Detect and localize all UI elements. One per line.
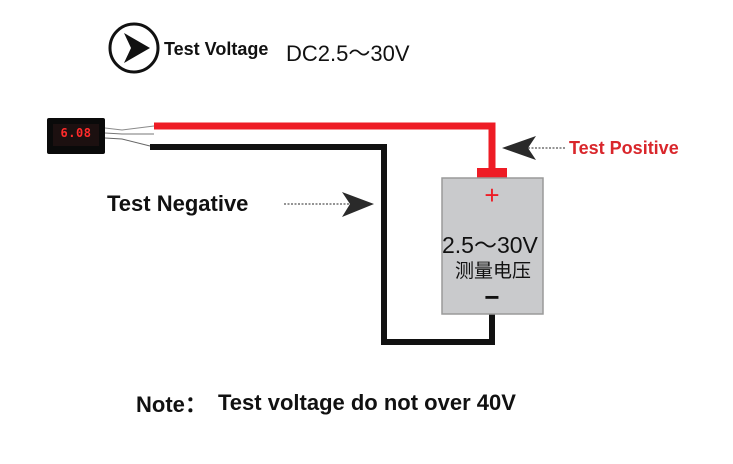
note-heading: Note： <box>136 392 207 417</box>
battery-minus-sign: − <box>484 282 499 312</box>
arrow-left-icon <box>284 192 374 217</box>
battery-voltage-range: 2.5～30V <box>442 232 538 258</box>
title-test-voltage: Test Voltage <box>164 39 269 59</box>
meter-reading: 6.08 <box>60 126 92 140</box>
title-voltage-range: DC2.5～30V <box>286 41 410 66</box>
battery <box>441 168 544 315</box>
play-arrow-circle-icon <box>108 22 160 74</box>
positive-wire <box>154 122 496 170</box>
battery-caption: 测量电压 <box>455 261 532 282</box>
test-positive-label: Test Positive <box>569 138 679 158</box>
voltmeter-device <box>47 118 155 154</box>
battery-plus-sign: + <box>484 180 499 210</box>
test-negative-label: Test Negative <box>107 191 249 216</box>
note-text: Test voltage do not over 40V <box>218 390 516 415</box>
negative-wire <box>150 144 495 345</box>
arrow-left-icon <box>502 136 566 160</box>
